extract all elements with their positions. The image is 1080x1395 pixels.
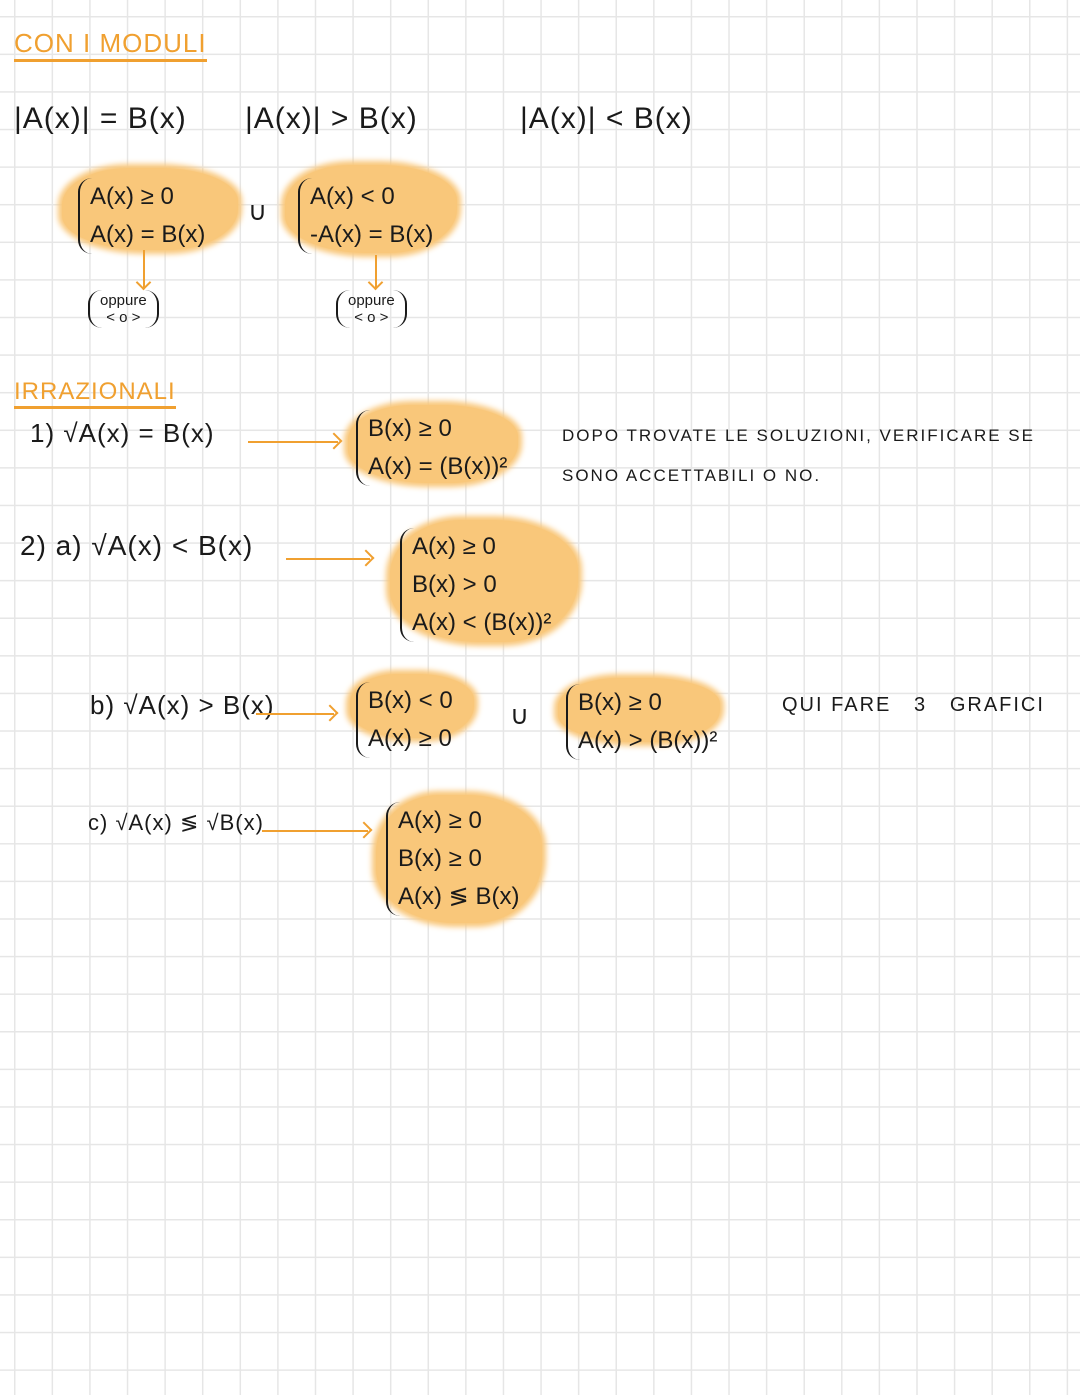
right-arrow-icon — [262, 830, 368, 832]
case-2b-label: b) √A(x) > B(x) — [90, 690, 275, 720]
union-symbol: ∪ — [248, 196, 269, 226]
highlight — [376, 795, 542, 923]
oppure-note: oppure< o > — [88, 290, 159, 328]
right-arrow-icon — [256, 713, 334, 715]
case-1-label: 1) √A(x) = B(x) — [30, 418, 215, 448]
down-arrow-icon — [143, 250, 145, 288]
equation-abs-greater: |A(x)| > B(x) — [245, 102, 418, 135]
union-symbol: ∪ — [510, 700, 531, 730]
note-line-1: DOPO TROVATE LE SOLUZIONI, VERIFICARE SE — [562, 426, 1035, 445]
case-2a-label: 2) a) √A(x) < B(x) — [20, 530, 254, 561]
equation-abs-equal: |A(x)| = B(x) — [14, 102, 187, 135]
section-title-moduli: CON I MODULI — [14, 28, 207, 62]
case-2c-label: c) √A(x) ≶ √B(x) — [88, 810, 264, 835]
highlight — [558, 678, 720, 742]
note-line-2: SONO ACCETTABILI O NO. — [562, 466, 822, 485]
highlight — [350, 674, 474, 738]
section-title-irrazionali: IRRAZIONALI — [14, 378, 176, 409]
right-arrow-icon — [248, 441, 338, 443]
system-2: A(x) < 0-A(x) = B(x) — [298, 178, 433, 254]
right-arrow-icon — [286, 558, 370, 560]
equation-abs-less: |A(x)| < B(x) — [520, 102, 693, 135]
down-arrow-icon — [375, 255, 377, 288]
highlight — [348, 405, 518, 483]
oppure-note: oppure< o > — [336, 290, 407, 328]
graphs-note: QUI FARE 3 GRAFICI — [782, 694, 1045, 716]
